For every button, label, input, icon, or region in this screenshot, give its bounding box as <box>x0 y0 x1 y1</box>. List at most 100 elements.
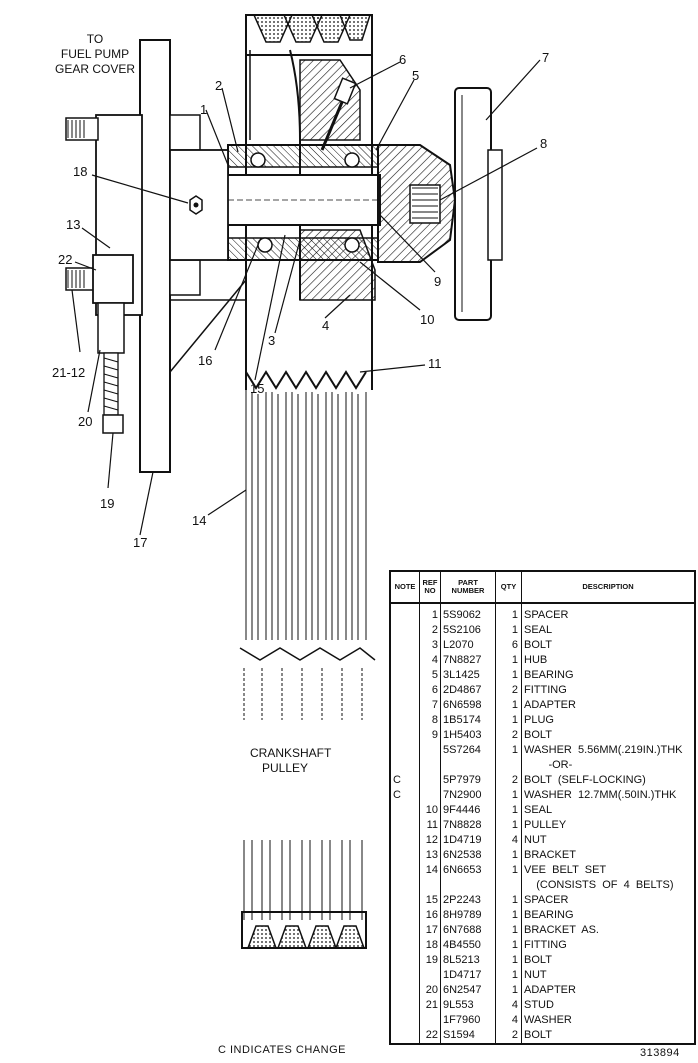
cell-note <box>390 638 420 653</box>
vee-belts <box>239 370 376 920</box>
cell-description: VEE BELT SET <box>521 863 695 878</box>
fuel-pump-label-line2: FUEL PUMP <box>61 47 129 61</box>
callout-13: 13 <box>66 217 80 232</box>
cell-description: BOLT <box>521 638 695 653</box>
cell-part-number: 5S9062 <box>440 603 496 623</box>
header-note: NOTE <box>390 571 420 604</box>
cell-qty: 1 <box>495 893 522 908</box>
cell-note <box>390 908 420 923</box>
fuel-pump-label-line3: GEAR COVER <box>55 62 135 76</box>
cell-note <box>390 713 420 728</box>
cell-ref-no: 18 <box>419 938 441 953</box>
cell-qty: 4 <box>495 998 522 1013</box>
cell-qty: 1 <box>495 788 522 803</box>
callout-19: 19 <box>100 496 114 511</box>
cell-ref-no: 13 <box>419 848 441 863</box>
cell-ref-no: 4 <box>419 653 441 668</box>
cell-description: ADAPTER <box>521 983 695 998</box>
cell-description: WASHER 5.56MM(.219IN.)THK <box>521 743 695 758</box>
cell-note <box>390 878 420 893</box>
cell-part-number: 7N8827 <box>440 653 496 668</box>
cell-ref-no <box>419 743 441 758</box>
cell-note <box>390 758 420 773</box>
callout-21-12: 21-12 <box>52 365 85 380</box>
cell-qty: 1 <box>495 603 522 623</box>
cell-qty: 4 <box>495 1013 522 1028</box>
cell-note <box>390 968 420 983</box>
cell-note <box>390 818 420 833</box>
cell-note <box>390 683 420 698</box>
cell-qty: 1 <box>495 818 522 833</box>
cell-qty: 1 <box>495 863 522 878</box>
cell-qty: 1 <box>495 983 522 998</box>
cell-note <box>390 603 420 623</box>
cell-part-number: 1B5174 <box>440 713 496 728</box>
cell-part-number <box>440 878 496 893</box>
cell-description: SEAL <box>521 803 695 818</box>
callout-11: 11 <box>428 356 442 371</box>
cell-ref-no: 7 <box>419 698 441 713</box>
callout-2: 2 <box>215 78 222 93</box>
callout-20: 20 <box>78 414 92 429</box>
cell-ref-no <box>419 968 441 983</box>
cell-description: BEARING <box>521 908 695 923</box>
crankshaft-pulley-label-line1: CRANKSHAFT <box>250 746 332 760</box>
cell-qty: 1 <box>495 923 522 938</box>
cell-description: BOLT <box>521 728 695 743</box>
cell-note <box>390 983 420 998</box>
cell-ref-no: 14 <box>419 863 441 878</box>
cell-ref-no: 12 <box>419 833 441 848</box>
cell-ref-no <box>419 788 441 803</box>
cell-ref-no <box>419 878 441 893</box>
cell-ref-no <box>419 773 441 788</box>
cell-ref-no: 5 <box>419 668 441 683</box>
cell-qty: 1 <box>495 743 522 758</box>
cell-part-number: 5S7264 <box>440 743 496 758</box>
cell-part-number: L2070 <box>440 638 496 653</box>
cell-part-number: 8L5213 <box>440 953 496 968</box>
cell-ref-no: 1 <box>419 603 441 623</box>
cell-note <box>390 803 420 818</box>
callout-10: 10 <box>420 312 434 327</box>
cell-description: SEAL <box>521 623 695 638</box>
cell-description: BEARING <box>521 668 695 683</box>
cell-description: BRACKET <box>521 848 695 863</box>
cell-part-number <box>440 758 496 773</box>
cell-qty: 1 <box>495 938 522 953</box>
cell-qty <box>495 758 522 773</box>
cell-qty: 2 <box>495 728 522 743</box>
callout-3: 3 <box>268 333 275 348</box>
cell-note <box>390 728 420 743</box>
cell-part-number: 6N2547 <box>440 983 496 998</box>
pulley-bottom-grooves <box>241 911 367 949</box>
callout-22: 22 <box>58 252 72 267</box>
cell-description: FITTING <box>521 938 695 953</box>
callout-5: 5 <box>412 68 419 83</box>
cell-note <box>390 848 420 863</box>
cell-ref-no: 17 <box>419 923 441 938</box>
cell-part-number: S1594 <box>440 1028 496 1044</box>
cell-qty: 1 <box>495 848 522 863</box>
cell-note <box>390 668 420 683</box>
cell-description: STUD <box>521 998 695 1013</box>
cell-qty: 1 <box>495 908 522 923</box>
cell-ref-no: 11 <box>419 818 441 833</box>
cell-part-number: 7N2900 <box>440 788 496 803</box>
cell-ref-no <box>419 1013 441 1028</box>
cell-note <box>390 833 420 848</box>
